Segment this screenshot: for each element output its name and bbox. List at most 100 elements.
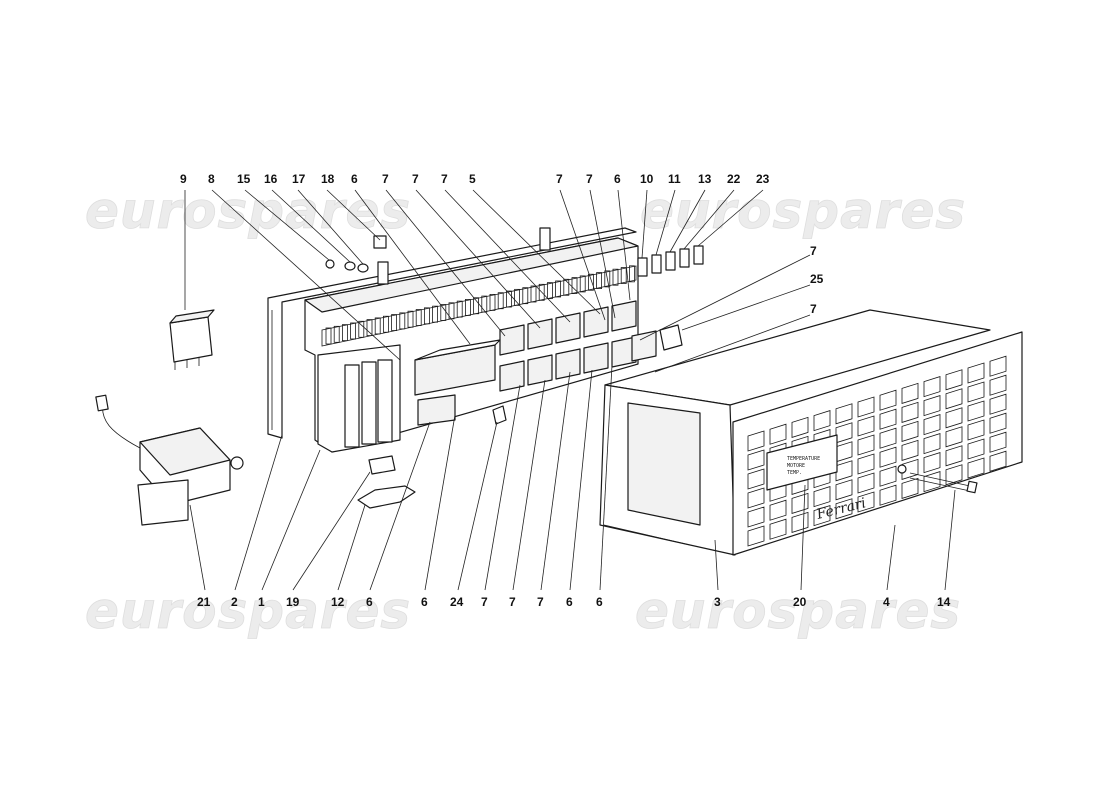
- relay: [611, 300, 637, 332]
- grille-cell: [967, 362, 985, 384]
- fuse: [333, 325, 340, 343]
- callout-7: 7: [412, 172, 419, 186]
- fuse: [464, 299, 471, 316]
- grille-cell: [791, 492, 809, 514]
- fuse: [366, 319, 373, 337]
- callout-6: 6: [566, 595, 573, 609]
- grille-cell: [747, 468, 765, 490]
- panel-cover: [599, 309, 991, 556]
- callout-23: 23: [756, 172, 770, 186]
- fuse: [374, 317, 381, 335]
- grille-cell: [879, 408, 897, 430]
- callout-7: 7: [509, 595, 516, 609]
- grille-cell: [879, 389, 897, 411]
- grille-cell: [945, 464, 963, 486]
- grille-cell: [989, 393, 1007, 415]
- label-plate-line-3: TEMP.: [787, 470, 802, 476]
- fuse: [497, 292, 504, 310]
- grille-cell: [835, 403, 853, 425]
- callout-21: 21: [197, 595, 211, 609]
- relay: [527, 318, 553, 350]
- grille-cell: [769, 423, 787, 445]
- watermark-bottom-left: eurospares: [85, 582, 411, 640]
- grille-cell: [923, 452, 941, 474]
- callout-6: 6: [366, 595, 373, 609]
- relay: [499, 324, 525, 356]
- watermark-bottom-right: eurospares: [635, 582, 961, 640]
- fuse: [382, 315, 389, 333]
- fuse: [522, 287, 529, 305]
- grille-cell: [901, 382, 919, 404]
- grille-cell: [835, 498, 853, 520]
- fuse: [596, 272, 602, 289]
- callout-11: 11: [668, 172, 681, 186]
- relay: [555, 348, 581, 380]
- grille-cell: [901, 439, 919, 461]
- fuse: [473, 297, 480, 315]
- callout-3: 3: [714, 595, 721, 609]
- grille-cell: [989, 412, 1007, 434]
- callout-6: 6: [596, 595, 603, 609]
- fuse: [538, 283, 545, 301]
- fuse: [415, 309, 422, 326]
- fuse: [432, 305, 439, 323]
- grille-cell: [769, 518, 787, 540]
- front-plate: TEMPERATURE MOTORE TEMP. Ferrari: [732, 331, 1023, 556]
- fuse: [325, 327, 332, 345]
- fuse: [358, 320, 365, 338]
- watermark-top-left: eurospares: [85, 182, 411, 240]
- grille-cell: [857, 491, 875, 513]
- connector-row: [637, 245, 704, 277]
- relay: [631, 330, 657, 362]
- bracket-12: [357, 485, 416, 509]
- grille-cell: [989, 450, 1007, 472]
- fuse: [440, 304, 447, 321]
- callout-1: 1: [258, 595, 265, 609]
- callout-17: 17: [292, 172, 306, 186]
- grille-cell: [747, 430, 765, 452]
- grille-cell: [857, 453, 875, 475]
- fuse: [612, 268, 619, 286]
- grille-cell: [967, 457, 985, 479]
- fuse: [588, 273, 594, 291]
- relay: [583, 342, 609, 374]
- grille-cell: [791, 511, 809, 533]
- grille-cell: [857, 415, 875, 437]
- callout-9: 9: [180, 172, 187, 186]
- grille-cell: [879, 446, 897, 468]
- callout-6: 6: [614, 172, 621, 186]
- callout-20: 20: [793, 595, 807, 609]
- label-plate-line-2: MOTORE: [787, 463, 805, 469]
- callout-7: 7: [481, 595, 488, 609]
- grille-cell: [879, 484, 897, 506]
- grille-cell: [967, 381, 985, 403]
- grille-cell: [923, 395, 941, 417]
- fuse: [530, 285, 537, 303]
- small-relay: [417, 394, 456, 426]
- fuse: [341, 324, 348, 342]
- callout-7: 7: [586, 172, 593, 186]
- grille-cell: [945, 426, 963, 448]
- grille-cell: [813, 410, 831, 432]
- callouts-right: 7 25 7: [810, 244, 824, 316]
- fuse: [579, 275, 586, 293]
- fuse: [423, 307, 430, 325]
- grille-cell: [945, 407, 963, 429]
- grille-cell: [747, 525, 765, 547]
- grille-cell: [813, 505, 831, 527]
- grille-cell: [923, 433, 941, 455]
- grille-cell: [945, 388, 963, 410]
- callout-2: 2: [231, 595, 238, 609]
- callout-10: 10: [640, 172, 654, 186]
- fuse: [514, 288, 520, 306]
- grille-cell: [901, 420, 919, 442]
- part-19: [368, 455, 396, 475]
- fuse: [399, 312, 406, 330]
- fuse: [563, 278, 570, 296]
- washer-17: [357, 263, 369, 273]
- fuse: [481, 295, 488, 313]
- relay-9: [169, 309, 215, 370]
- fuse: [604, 270, 611, 288]
- callout-18: 18: [321, 172, 335, 186]
- grille-cell: [747, 449, 765, 471]
